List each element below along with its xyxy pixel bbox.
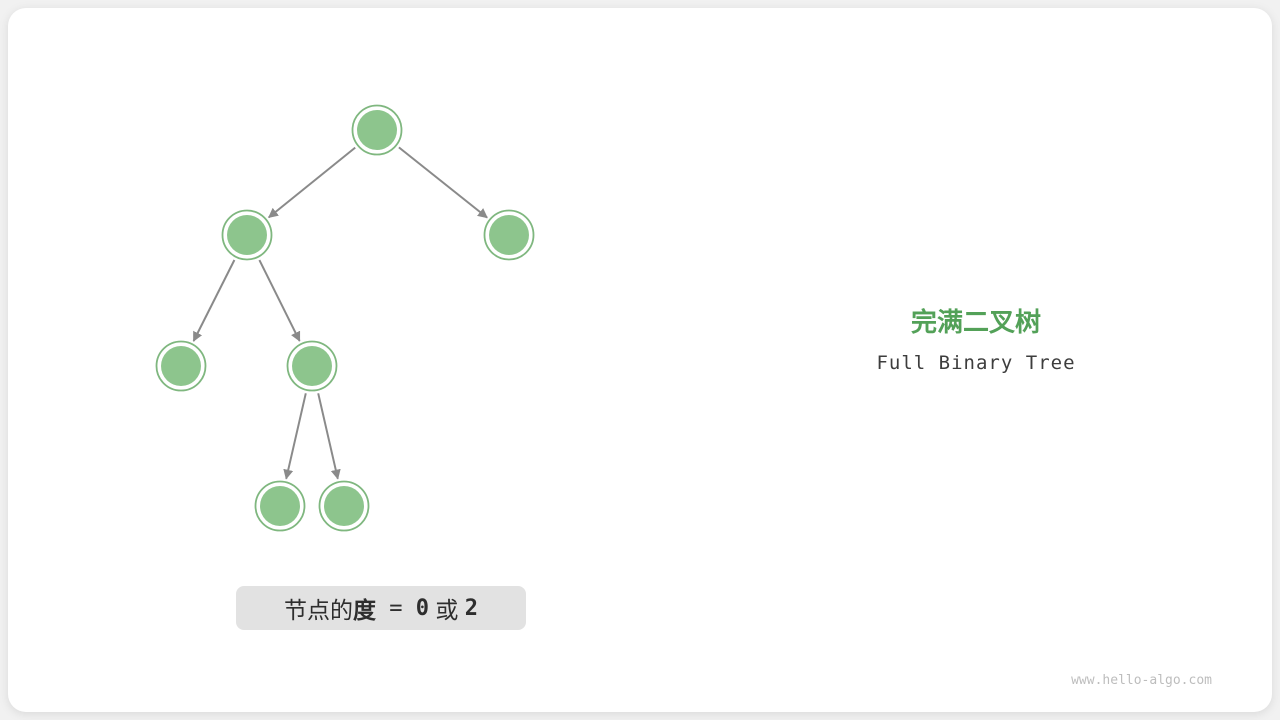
figure-title-en: Full Binary Tree bbox=[876, 352, 1076, 374]
watermark: www.hello-algo.com bbox=[1071, 673, 1212, 688]
caption-text-or: 或 bbox=[428, 597, 465, 623]
figure-title-zh: 完满二叉树 bbox=[910, 307, 1041, 337]
caption-text-bold: 度 bbox=[352, 597, 376, 623]
caption-box: 节点的度 = 0 或 2 bbox=[236, 586, 526, 630]
caption-equals: = bbox=[375, 595, 416, 621]
caption-text: 节点的 bbox=[283, 597, 353, 623]
figure-card: 完满二叉树 Full Binary Tree 节点的度 = 0 或 2 www.… bbox=[8, 8, 1272, 712]
caption-value-zero: 0 bbox=[415, 595, 429, 621]
caption-value-two: 2 bbox=[464, 595, 479, 621]
